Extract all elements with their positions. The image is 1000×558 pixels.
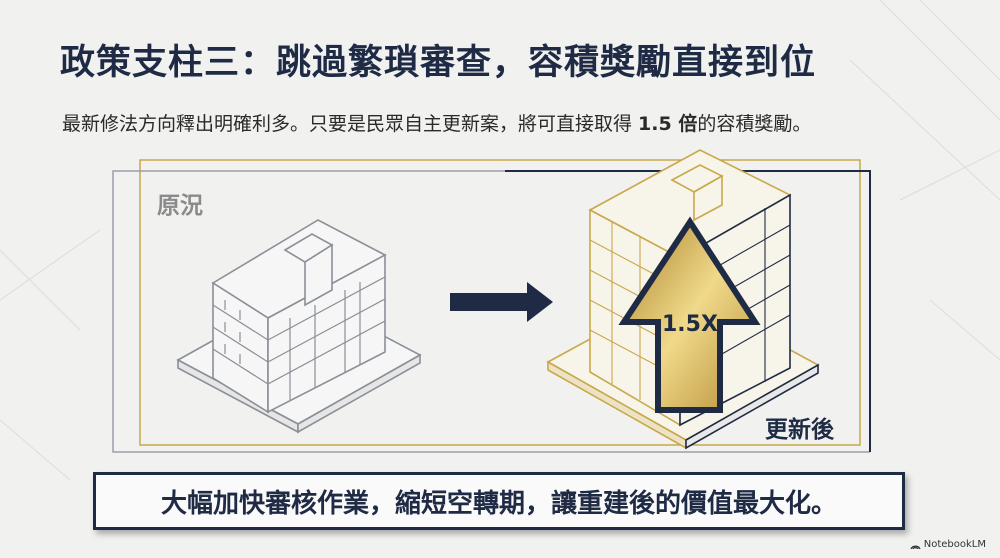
navy-frame [505,170,871,452]
subtitle-highlight: 1.5 倍 [638,113,698,135]
conclusion-box: 大幅加快審核作業，縮短空轉期，讓重建後的價值最大化。 [93,472,905,530]
page-title: 政策支柱三：跳過繁瑣審查，容積獎勵直接到位 [60,43,817,83]
after-label: 更新後 [765,417,834,443]
subtitle-text: 最新修法方向釋出明確利多。只要是民眾自主更新案，將可直接取得 [62,113,639,135]
before-label: 原況 [157,193,203,219]
background-lines [0,0,1000,481]
multiplier-label: 1.5X [662,312,718,337]
right-arrow-icon [450,282,553,322]
building-before-icon [176,219,422,434]
conclusion-text: 大幅加快審核作業，縮短空轉期，讓重建後的價值最大化。 [160,488,837,519]
growth-arrow-icon [618,216,761,413]
subtitle-text-end: 的容積獎勵。 [697,113,812,135]
gold-frame [139,159,861,446]
brand-text: NotebookLM [923,539,986,550]
brand-watermark: NotebookLM [910,539,986,550]
gray-frame [112,170,870,453]
subtitle: 最新修法方向釋出明確利多。只要是民眾自主更新案，將可直接取得 1.5 倍的容積獎… [62,109,811,136]
notebooklm-logo-icon [910,545,921,549]
